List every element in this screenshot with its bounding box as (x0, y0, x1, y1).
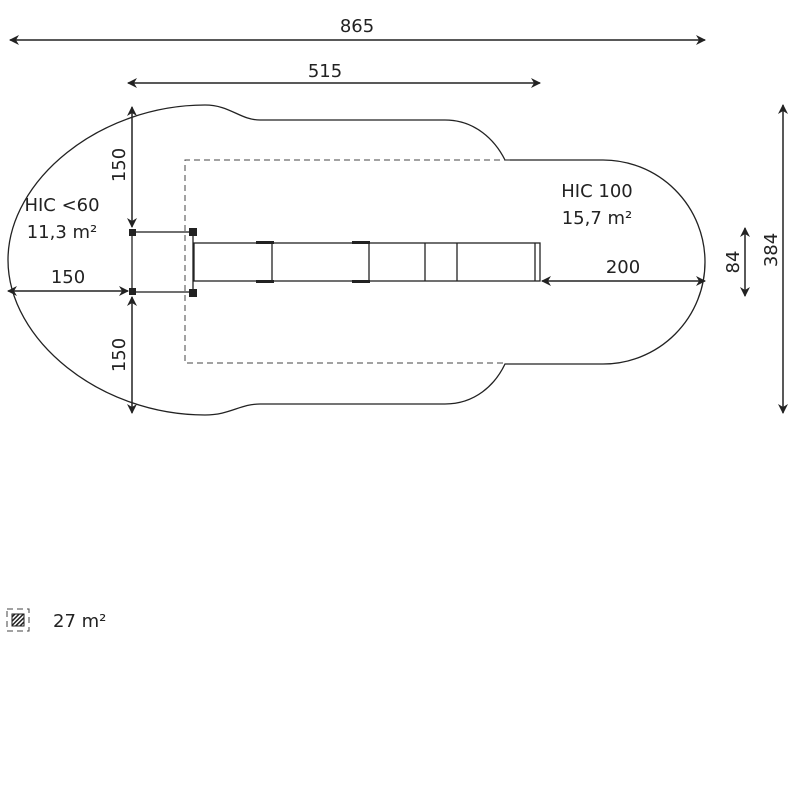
dim-equipment-width: 84 (723, 251, 744, 274)
hic-low-area: 11,3 m² (27, 222, 98, 243)
slide (193, 241, 541, 283)
hic-100-zone-outline (184, 159, 510, 364)
dim-bottom-clearance: 150 (109, 338, 130, 372)
legend-total-area: 27 m² (53, 611, 106, 632)
dim-exit-clearance: 200 (606, 257, 640, 278)
hic-high-area: 15,7 m² (562, 208, 633, 229)
dim-top-clearance: 150 (109, 148, 130, 182)
dim-equipment-length: 515 (308, 61, 342, 82)
dim-left-clearance: 150 (51, 267, 85, 288)
hatched-area-icon (6, 608, 30, 632)
platform (129, 228, 197, 297)
dim-total-width: 384 (761, 233, 782, 267)
hic-high-label: HIC 100 (561, 181, 633, 202)
hic-low-label: HIC <60 (24, 195, 99, 216)
dim-total-length: 865 (340, 16, 374, 37)
